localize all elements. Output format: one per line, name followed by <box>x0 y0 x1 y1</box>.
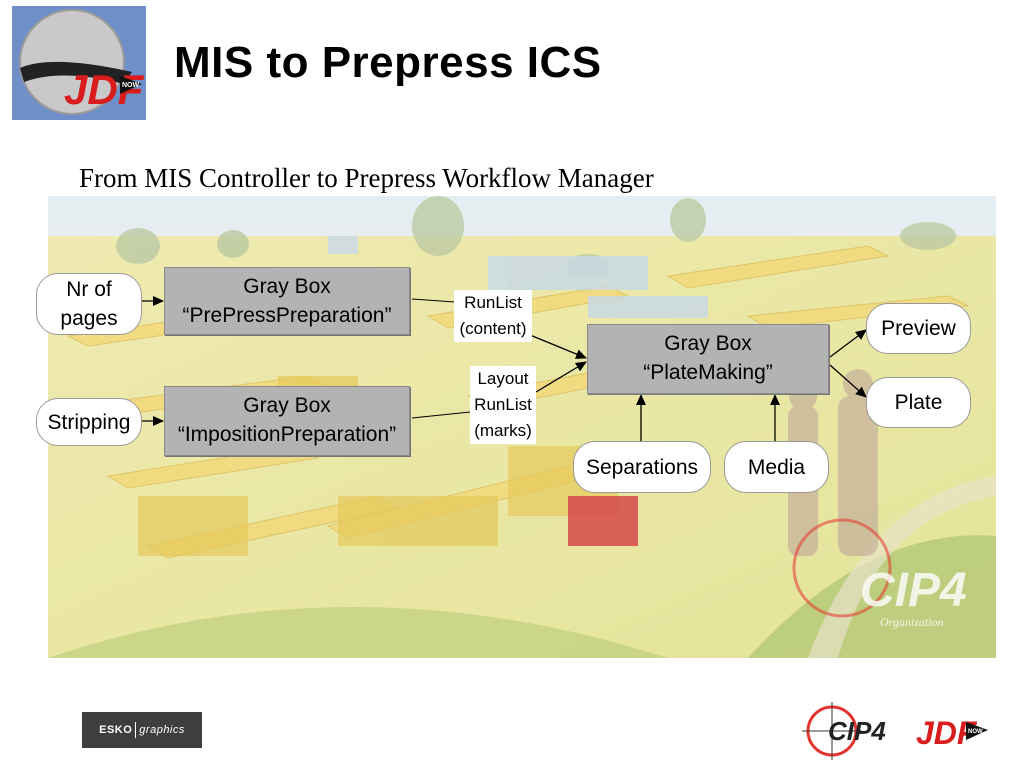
cip4-logo-text: CIP4 <box>828 716 886 746</box>
graybox-imposition-line1: Gray Box <box>243 394 331 417</box>
graybox-imposition-preparation: Gray Box “ImpositionPreparation” <box>164 386 410 456</box>
label-layout-line3: (marks) <box>474 421 532 440</box>
graybox-platemaking-line1: Gray Box <box>664 332 752 355</box>
output-preview: Preview <box>866 303 971 354</box>
cip4-watermark-org: Organization <box>880 615 944 629</box>
input-separations: Separations <box>573 441 711 493</box>
graybox-imposition-line2: “ImpositionPreparation” <box>177 423 397 446</box>
input-nr-of-pages-line2: pages <box>60 307 118 330</box>
slide-title: MIS to Prepress ICS <box>174 38 602 87</box>
input-media-label: Media <box>747 455 806 479</box>
label-layout-line2: RunList <box>474 395 532 414</box>
jdf-logo-bottom-now: NOW <box>968 729 983 735</box>
input-nr-of-pages-line1: Nr of <box>66 278 112 301</box>
jdf-logo-now: NOW <box>122 82 140 89</box>
esko-logo-divider <box>135 722 137 738</box>
esko-graphics-logo: ESKO graphics <box>82 712 202 748</box>
input-separations-label: Separations <box>585 455 699 479</box>
jdf-logo-text: JDF <box>64 66 145 113</box>
cip4-watermark: CIP4 <box>860 564 967 617</box>
jdf-logo-top: JDF NOW <box>12 6 146 120</box>
slide-subtitle: From MIS Controller to Prepress Workflow… <box>79 163 654 193</box>
graybox-prepress-preparation: Gray Box “PrePressPreparation” <box>164 267 410 335</box>
output-preview-label: Preview <box>881 317 956 340</box>
graybox-platemaking-line2: “PlateMaking” <box>643 361 773 384</box>
graybox-prepress-line1: Gray Box <box>243 275 331 298</box>
label-runlist-content-line2: (content) <box>459 319 527 338</box>
esko-logo-graphics: graphics <box>139 724 185 736</box>
cip4-logo-bottom: CIP4 <box>802 702 886 760</box>
input-nr-of-pages: Nr of pages <box>36 273 142 335</box>
input-stripping: Stripping <box>36 398 142 446</box>
output-plate-label: Plate <box>894 391 943 414</box>
graybox-prepress-line2: “PrePressPreparation” <box>182 304 392 327</box>
esko-logo-text: ESKO <box>99 724 133 736</box>
output-plate: Plate <box>866 377 971 428</box>
label-runlist-content: RunList (content) <box>454 290 532 342</box>
input-media: Media <box>724 441 829 493</box>
label-layout-line1: Layout <box>477 369 529 388</box>
jdf-logo-bottom: JDF NOW <box>916 715 988 751</box>
label-layout-runlist-marks: Layout RunList (marks) <box>470 366 536 444</box>
graybox-platemaking: Gray Box “PlateMaking” <box>587 324 829 394</box>
label-runlist-content-line1: RunList <box>464 293 522 312</box>
input-stripping-label: Stripping <box>47 410 131 434</box>
